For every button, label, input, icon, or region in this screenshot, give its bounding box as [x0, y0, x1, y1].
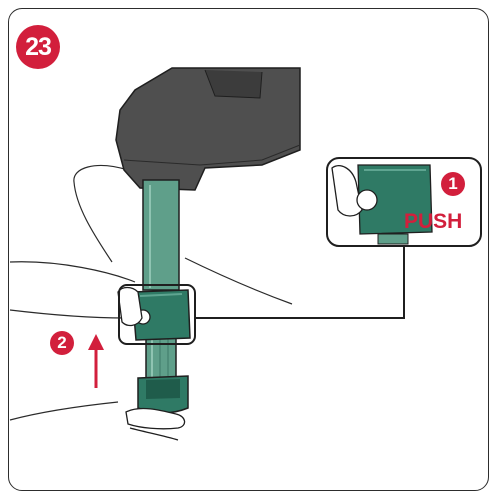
marker-2-badge: 2 [50, 331, 74, 355]
hand-outline [117, 286, 186, 441]
push-label: PUSH [404, 210, 463, 233]
step-number-badge: 23 [16, 25, 60, 69]
leg-foot [137, 375, 189, 414]
cushion-outline [9, 164, 293, 421]
collar-highlight-box [118, 284, 196, 345]
arrow-up-icon [88, 334, 104, 388]
marker-1-badge: 1 [441, 172, 465, 196]
support-leg [142, 179, 180, 386]
callout-connector [195, 245, 405, 319]
seat-base [115, 67, 301, 191]
